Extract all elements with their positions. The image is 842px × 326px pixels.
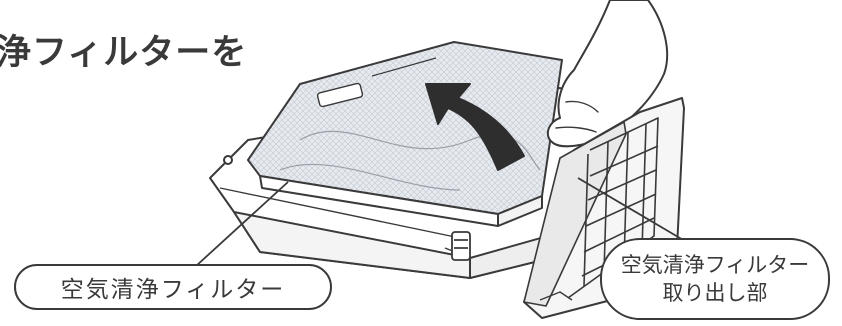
hinge [452, 232, 470, 260]
filter-callout-text: 空気清浄フィルター [61, 270, 286, 304]
page-heading: 浄フィルターを [0, 24, 247, 75]
filter-callout: 空気清浄フィルター [14, 264, 332, 310]
filter-outlet-callout-line1: 空気清浄フィルター [621, 251, 810, 279]
filter-outlet-callout-line2: 取り出し部 [663, 279, 768, 307]
filter-outlet-callout: 空気清浄フィルター 取り出し部 [600, 238, 830, 320]
